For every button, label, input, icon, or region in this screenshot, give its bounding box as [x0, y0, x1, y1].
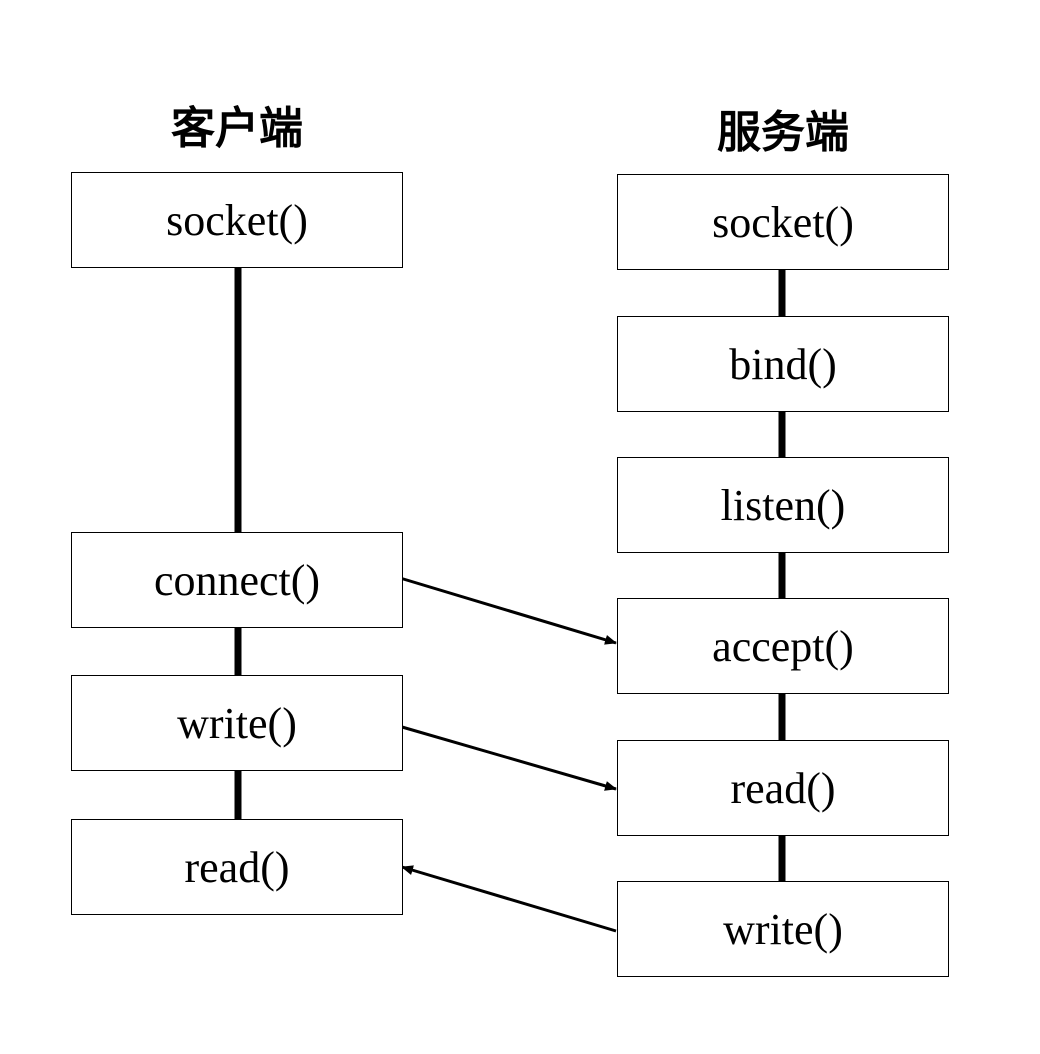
server-bind-box: bind() — [617, 316, 949, 412]
arrow-write-to-read-client — [401, 865, 617, 933]
server-write-box: write() — [617, 881, 949, 977]
client-read-box: read() — [71, 819, 403, 915]
server-listen-box: listen() — [617, 457, 949, 553]
server-read-box: read() — [617, 740, 949, 836]
server-socket-box: socket() — [617, 174, 949, 270]
client-socket-box: socket() — [71, 172, 403, 268]
arrow-connect-to-accept — [399, 576, 617, 645]
client-write-box: write() — [71, 675, 403, 771]
server-accept-box: accept() — [617, 598, 949, 694]
client-title: 客户端 — [171, 103, 303, 154]
server-title: 服务端 — [717, 107, 849, 158]
arrow-write-to-read — [401, 725, 617, 791]
client-connect-box: connect() — [71, 532, 403, 628]
